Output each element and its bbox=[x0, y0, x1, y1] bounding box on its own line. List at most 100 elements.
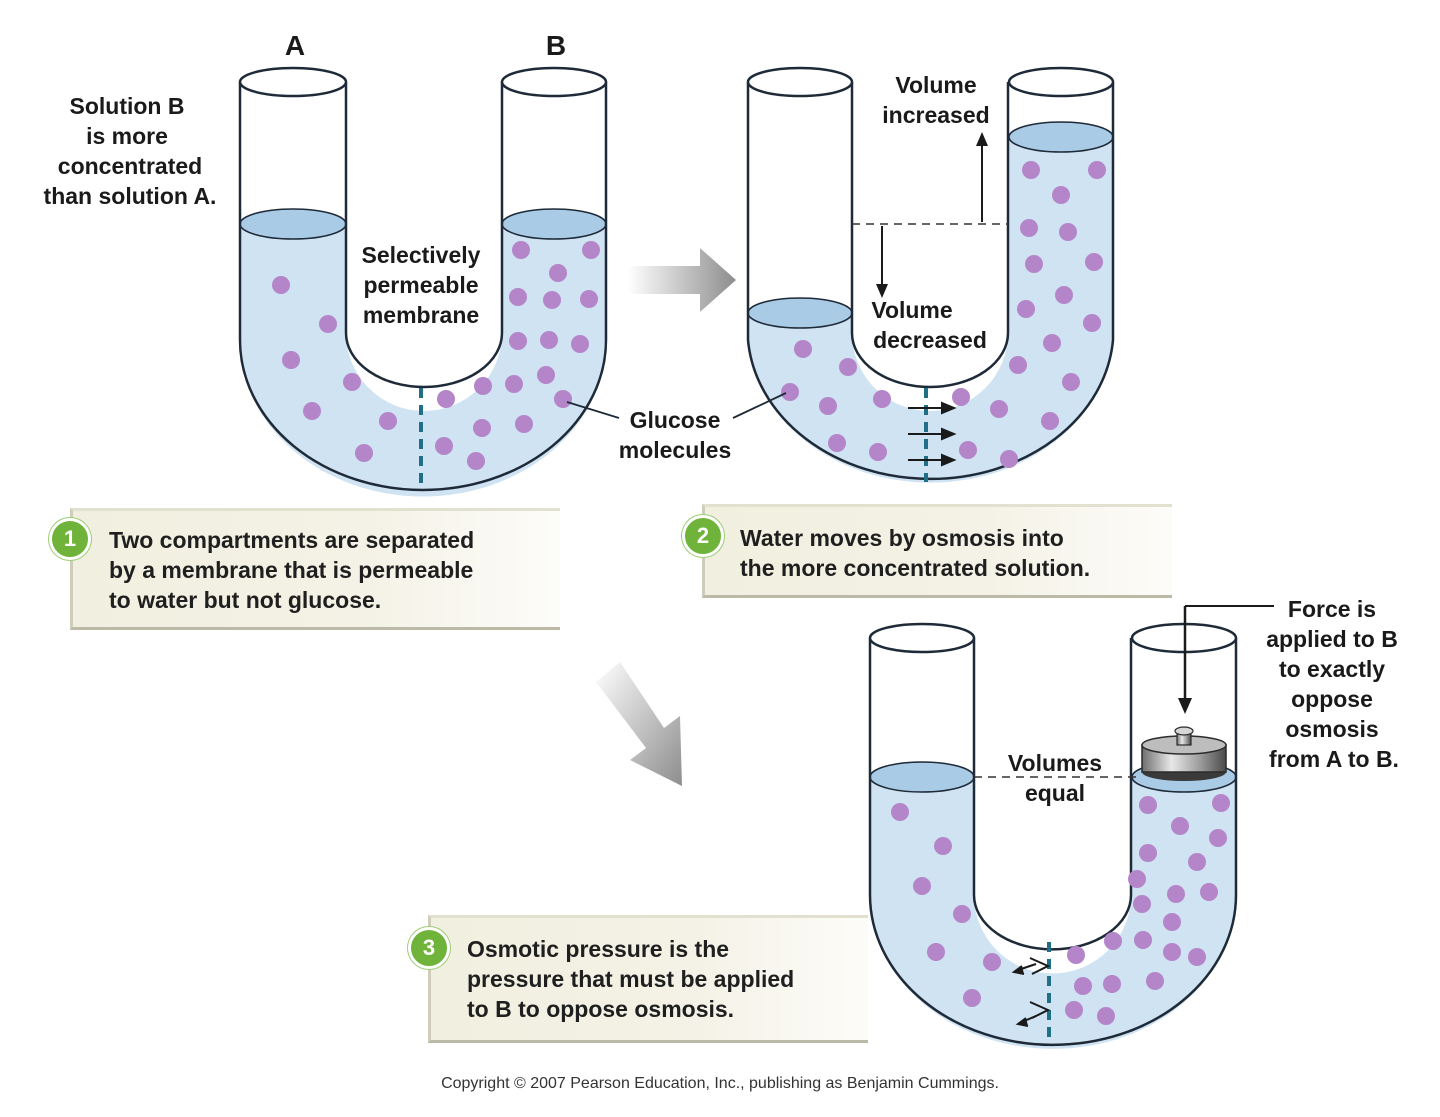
panel-2-surface-a bbox=[747, 297, 853, 329]
volume-decreased-label: Volume decreased bbox=[871, 297, 987, 353]
panel-1-surface-b bbox=[501, 208, 607, 240]
glucose-molecule bbox=[282, 351, 300, 369]
step-1-line: to water but not glucose. bbox=[109, 587, 382, 613]
panel-1-opening-a bbox=[238, 66, 348, 98]
step-2-line: the more concentrated solution. bbox=[740, 555, 1091, 581]
glucose-molecule bbox=[580, 290, 598, 308]
glucose-molecule bbox=[1025, 255, 1043, 273]
glucose-molecule bbox=[869, 443, 887, 461]
step-3-line: pressure that must be applied bbox=[467, 966, 795, 992]
glucose-molecule bbox=[512, 241, 530, 259]
glucose-molecule bbox=[934, 837, 952, 855]
glucose-molecule bbox=[505, 375, 523, 393]
osmotic-pressure-term: Osmotic pressure bbox=[467, 936, 663, 962]
glucose-molecule bbox=[435, 437, 453, 455]
transition-arrow-diagonal bbox=[596, 662, 682, 786]
membrane-label-line: membrane bbox=[363, 302, 479, 328]
glucose-molecule bbox=[509, 332, 527, 350]
step-3-badge: 3 bbox=[408, 927, 450, 969]
glucose-molecule bbox=[1134, 931, 1152, 949]
glucose-molecule bbox=[983, 953, 1001, 971]
panel-2-tube-outline bbox=[746, 82, 1115, 481]
transition-arrow-right bbox=[628, 248, 736, 312]
panel-3-glucose-molecules bbox=[891, 794, 1230, 1025]
volume-decreased-arrowhead bbox=[876, 284, 888, 298]
volumes-equal-line: Volumes bbox=[1008, 750, 1102, 776]
panel-2-u-tube bbox=[732, 66, 1115, 483]
step-1-badge: 1 bbox=[49, 518, 91, 560]
panel-1-opening-b bbox=[500, 66, 608, 98]
note-line: than solution A. bbox=[44, 183, 217, 209]
panel-1-surface-a bbox=[239, 208, 347, 240]
glucose-molecule bbox=[913, 877, 931, 895]
panel-3-opening-a bbox=[868, 622, 976, 654]
panel-2-opening-b bbox=[1007, 66, 1115, 98]
glucose-molecule bbox=[1043, 334, 1061, 352]
glucose-molecule bbox=[1009, 356, 1027, 374]
glucose-molecule bbox=[959, 441, 977, 459]
glucose-molecule bbox=[473, 419, 491, 437]
glucose-molecule bbox=[343, 373, 361, 391]
membrane-label-line: permeable bbox=[363, 272, 478, 298]
panel-1-u-tube bbox=[238, 66, 620, 497]
panel-2-glucose-leader bbox=[732, 392, 787, 419]
volume-decreased-line: decreased bbox=[873, 327, 987, 353]
step-1-callout: Two compartments are separated by a memb… bbox=[70, 508, 560, 630]
glucose-molecule bbox=[1062, 373, 1080, 391]
volume-increased-line: increased bbox=[882, 102, 989, 128]
glucose-molecule bbox=[1065, 1001, 1083, 1019]
force-label-line: oppose bbox=[1291, 686, 1373, 712]
step-3-line: to B to oppose osmosis. bbox=[467, 996, 735, 1022]
glucose-molecule bbox=[1088, 161, 1106, 179]
glucose-molecule bbox=[873, 390, 891, 408]
glucose-molecule bbox=[1167, 885, 1185, 903]
glucose-label-line: molecules bbox=[619, 437, 732, 463]
glucose-molecule bbox=[1067, 946, 1085, 964]
step-2-badge: 2 bbox=[682, 515, 724, 557]
force-label-line: applied to B bbox=[1266, 626, 1398, 652]
panel-1-glucose-molecules bbox=[272, 241, 600, 470]
glucose-molecule bbox=[1200, 883, 1218, 901]
glucose-molecule bbox=[1085, 253, 1103, 271]
glucose-molecule bbox=[554, 390, 572, 408]
glucose-molecule bbox=[1104, 932, 1122, 950]
glucose-molecule bbox=[319, 315, 337, 333]
glucose-molecule bbox=[1128, 870, 1146, 888]
glucose-molecule bbox=[1171, 817, 1189, 835]
glucose-molecule bbox=[1209, 829, 1227, 847]
glucose-molecule bbox=[571, 335, 589, 353]
glucose-molecule bbox=[515, 415, 533, 433]
panel-1-glucose-leader bbox=[566, 401, 620, 419]
glucose-molecule bbox=[1055, 286, 1073, 304]
glucose-label-line: Glucose bbox=[630, 407, 721, 433]
glucose-molecule bbox=[355, 444, 373, 462]
glucose-molecule bbox=[549, 264, 567, 282]
glucose-molecule bbox=[927, 943, 945, 961]
glucose-molecule bbox=[540, 331, 558, 349]
force-label-line: Force is bbox=[1288, 596, 1376, 622]
glucose-molecule bbox=[1052, 186, 1070, 204]
glucose-molecule bbox=[1139, 844, 1157, 862]
step-3-line: Osmotic pressure is the bbox=[467, 934, 868, 964]
glucose-molecule bbox=[379, 412, 397, 430]
glucose-molecule bbox=[952, 388, 970, 406]
step-3-callout: Osmotic pressure is the pressure that mu… bbox=[428, 915, 868, 1043]
step-2-line: Water moves by osmosis into bbox=[740, 525, 1064, 551]
step-3-line-rest: is the bbox=[662, 936, 730, 962]
note-line: Solution B bbox=[70, 93, 185, 119]
glucose-molecule bbox=[509, 288, 527, 306]
glucose-molecule bbox=[1212, 794, 1230, 812]
glucose-molecule bbox=[1163, 913, 1181, 931]
copyright: Copyright © 2007 Pearson Education, Inc.… bbox=[441, 1075, 999, 1092]
force-label-line: to exactly bbox=[1279, 656, 1385, 682]
glucose-molecule bbox=[990, 400, 1008, 418]
glucose-molecule bbox=[1188, 853, 1206, 871]
glucose-molecule bbox=[1017, 300, 1035, 318]
step-1-line: Two compartments are separated bbox=[109, 527, 475, 553]
volume-increased-label: Volume increased bbox=[882, 72, 989, 128]
glucose-molecule bbox=[819, 397, 837, 415]
glucose-molecule bbox=[303, 402, 321, 420]
glucose-molecule bbox=[891, 803, 909, 821]
glucose-molecule bbox=[1146, 972, 1164, 990]
volume-decreased-line: Volume bbox=[871, 297, 952, 323]
